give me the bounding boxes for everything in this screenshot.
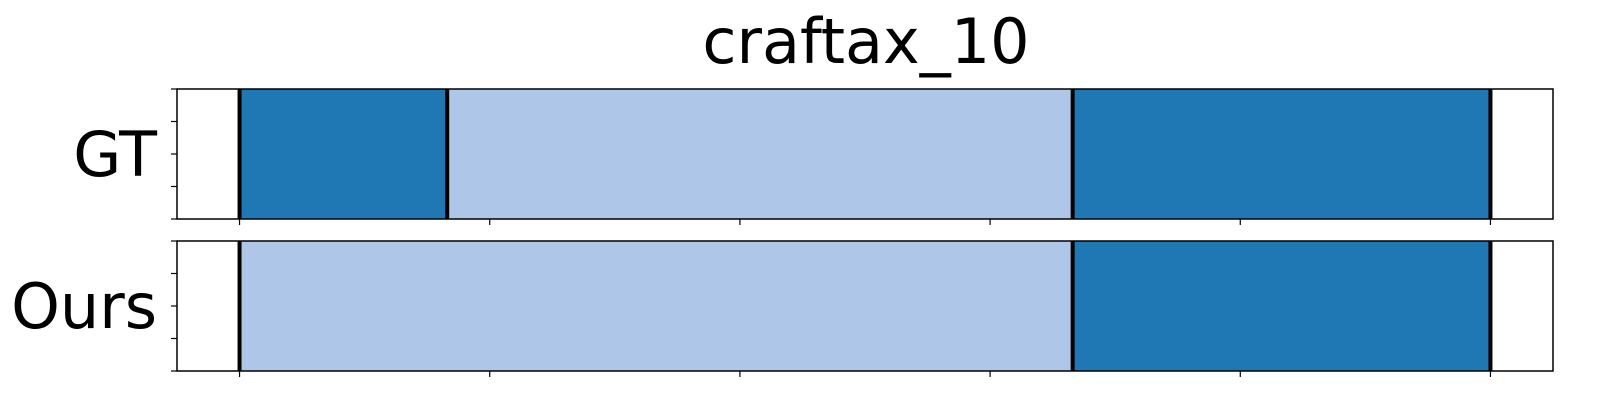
chart-title: craftax_10 <box>702 5 1029 78</box>
segment-dark <box>239 89 448 219</box>
row-label-ours: Ours <box>11 270 157 343</box>
panel-ours: Ours <box>11 240 1554 377</box>
panels: GT Ours <box>11 88 1554 377</box>
panel-gt: GT <box>73 88 1554 225</box>
segment-light <box>239 241 1073 371</box>
segment-dark <box>1072 241 1491 371</box>
segment-dark <box>1072 89 1491 219</box>
segment-light <box>447 89 1073 219</box>
row-label-gt: GT <box>73 118 158 191</box>
